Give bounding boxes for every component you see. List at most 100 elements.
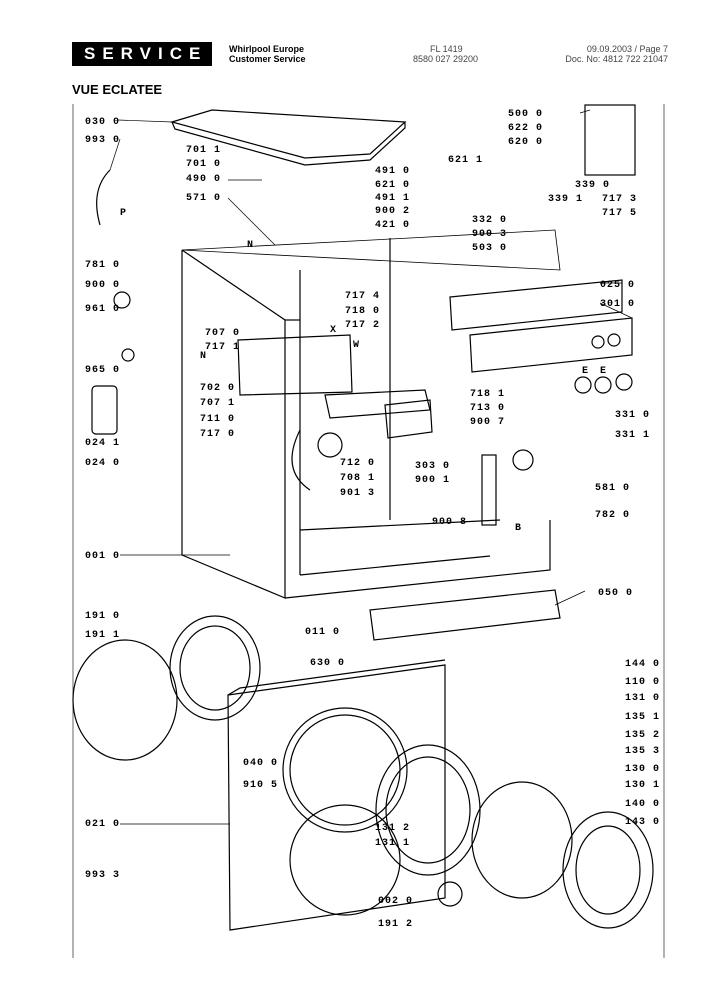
part-label-701-1: 701 1 — [186, 145, 221, 156]
letter-marker-x: X — [330, 325, 337, 336]
part-label-900-8: 900 8 — [432, 517, 467, 528]
part-label-191-1: 191 1 — [85, 630, 120, 641]
part-label-701-0: 701 0 — [186, 159, 221, 170]
part-label-331-1: 331 1 — [615, 430, 650, 441]
part-label-901-3: 901 3 — [340, 488, 375, 499]
part-label-130-0: 130 0 — [625, 764, 660, 775]
door-inner — [289, 804, 401, 916]
part-label-135-3: 135 3 — [625, 746, 660, 757]
model-number: FL 1419 — [430, 44, 463, 54]
part-label-708-1: 708 1 — [340, 473, 375, 484]
top-lid — [169, 109, 407, 159]
door-seal-outer — [72, 639, 178, 761]
part-label-303-0: 303 0 — [415, 461, 450, 472]
part-label-301-0: 301 0 — [600, 299, 635, 310]
part-label-900-7: 900 7 — [470, 417, 505, 428]
part-label-490-0: 490 0 — [186, 174, 221, 185]
letter-marker-b: B — [515, 523, 522, 534]
part-label-050-0: 050 0 — [598, 588, 633, 599]
kick-plate — [369, 589, 561, 641]
date-page: 09.09.2003 / Page 7 — [586, 44, 668, 54]
part-label-021-0: 021 0 — [85, 819, 120, 830]
part-label-718-1: 718 1 — [470, 389, 505, 400]
part-label-571-0: 571 0 — [186, 193, 221, 204]
part-label-965-0: 965 0 — [85, 365, 120, 376]
part-label-002-0: 002 0 — [378, 896, 413, 907]
part-label-144-0: 144 0 — [625, 659, 660, 670]
part-label-332-0: 332 0 — [472, 215, 507, 226]
part-label-339-1: 339 1 — [548, 194, 583, 205]
part-label-718-0: 718 0 — [345, 306, 380, 317]
part-label-900-1: 900 1 — [415, 475, 450, 486]
part-label-140-0: 140 0 — [625, 799, 660, 810]
door-opening — [282, 707, 408, 833]
part-label-993-3: 993 3 — [85, 870, 120, 881]
part-label-421-0: 421 0 — [375, 220, 410, 231]
part-label-131-2: 131 2 — [375, 823, 410, 834]
letter-marker-e: E — [582, 366, 589, 377]
part-label-622-0: 622 0 — [508, 123, 543, 134]
part-label-910-5: 910 5 — [243, 780, 278, 791]
part-label-030-0: 030 0 — [85, 117, 120, 128]
part-label-131-1: 131 1 — [375, 838, 410, 849]
part-label-503-0: 503 0 — [472, 243, 507, 254]
part-label-040-0: 040 0 — [243, 758, 278, 769]
part-label-025-0: 025 0 — [600, 280, 635, 291]
part-label-491-1: 491 1 — [375, 193, 410, 204]
door-seal — [169, 615, 261, 721]
part-label-491-0: 491 0 — [375, 166, 410, 177]
part-label-630-0: 630 0 — [310, 658, 345, 669]
company-line1: Whirlpool Europe — [229, 44, 304, 54]
part-label-993-0: 993 0 — [85, 135, 120, 146]
part-label-621-0: 621 0 — [375, 180, 410, 191]
service-banner: SERVICE — [72, 42, 212, 66]
part-label-707-1: 707 1 — [200, 398, 235, 409]
document-number: Doc. No: 4812 722 21047 — [565, 54, 668, 64]
part-label-717-0: 717 0 — [200, 429, 235, 440]
part-label-961-0: 961 0 — [85, 304, 120, 315]
part-label-011-0: 011 0 — [305, 627, 340, 638]
part-label-191-2: 191 2 — [378, 919, 413, 930]
part-label-130-1: 130 1 — [625, 780, 660, 791]
letter-marker-p: P — [120, 208, 127, 219]
letter-marker-e: E — [600, 366, 607, 377]
part-label-711-0: 711 0 — [200, 414, 235, 425]
control-panel-frame — [449, 279, 623, 331]
part-label-135-2: 135 2 — [625, 730, 660, 741]
part-label-620-0: 620 0 — [508, 137, 543, 148]
part-label-135-1: 135 1 — [625, 712, 660, 723]
part-label-331-0: 331 0 — [615, 410, 650, 421]
part-label-900-2: 900 2 — [375, 206, 410, 217]
part-label-621-1: 621 1 — [448, 155, 483, 166]
part-label-707-0: 707 0 — [205, 328, 240, 339]
part-label-717-3: 717 3 — [602, 194, 637, 205]
part-label-717-1: 717 1 — [205, 342, 240, 353]
part-label-717-4: 717 4 — [345, 291, 380, 302]
part-label-713-0: 713 0 — [470, 403, 505, 414]
part-label-024-0: 024 0 — [85, 458, 120, 469]
door-glass — [471, 781, 573, 899]
company-line2: Customer Service — [229, 54, 306, 64]
model-code: 8580 027 29200 — [413, 54, 479, 64]
part-label-782-0: 782 0 — [595, 510, 630, 521]
part-label-024-1: 024 1 — [85, 438, 120, 449]
part-label-900-3: 900 3 — [472, 229, 507, 240]
part-label-702-0: 702 0 — [200, 383, 235, 394]
part-label-717-5: 717 5 — [602, 208, 637, 219]
cap-002 — [437, 881, 463, 907]
letter-marker-n: N — [200, 351, 207, 362]
part-label-143-0: 143 0 — [625, 817, 660, 828]
part-label-781-0: 781 0 — [85, 260, 120, 271]
door-frame — [562, 811, 654, 929]
control-panel-front — [469, 317, 633, 373]
letter-marker-w: W — [353, 340, 360, 351]
detergent-drawer — [324, 389, 431, 419]
part-label-001-0: 001 0 — [85, 551, 120, 562]
part-label-581-0: 581 0 — [595, 483, 630, 494]
front-panel — [227, 664, 446, 931]
part-label-500-0: 500 0 — [508, 109, 543, 120]
letter-marker-n: N — [247, 240, 254, 251]
cabinet-top-edge — [181, 229, 561, 271]
part-label-191-0: 191 0 — [85, 611, 120, 622]
